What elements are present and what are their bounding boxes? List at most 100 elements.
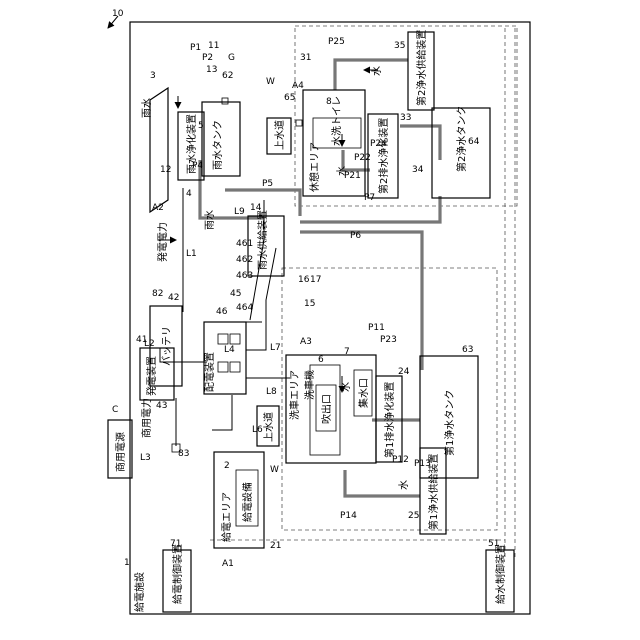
ref-17: 17 xyxy=(310,275,321,285)
ref-62: 62 xyxy=(222,71,233,81)
ref-13: 13 xyxy=(206,65,217,75)
toilet-label: 水洗トイレ xyxy=(331,96,343,146)
ref-63: 63 xyxy=(462,345,473,355)
ref-l8: L8 xyxy=(266,387,277,397)
ref-14: 14 xyxy=(250,203,262,213)
ref-p4: P4 xyxy=(192,161,203,171)
ref-a3: A3 xyxy=(300,337,312,347)
rain-word-2: 雨水 xyxy=(204,210,216,230)
tank2-label: 第2浄水タンク xyxy=(455,106,468,172)
ref-p23: P23 xyxy=(380,335,397,345)
purifier2-label: 第2排水浄化装置 xyxy=(377,118,390,194)
inlet-label: 集水口 xyxy=(357,378,370,408)
rain-tank-label: 雨水タンク xyxy=(212,120,224,170)
rain-word-1: 雨水 xyxy=(141,98,153,118)
wire-l6 xyxy=(212,395,232,430)
ref-6: 6 xyxy=(318,355,324,365)
ref-21: 21 xyxy=(270,541,281,551)
outlet-label: 吹出口 xyxy=(320,394,333,424)
commercial-power-label: 商用電源 xyxy=(114,432,127,472)
ref-25: 25 xyxy=(408,511,419,521)
ref-p11: P11 xyxy=(368,323,385,333)
ref-a2: A2 xyxy=(152,203,164,213)
ref-43: 43 xyxy=(156,401,167,411)
ref-2: 2 xyxy=(224,461,230,471)
ref-464: 464 xyxy=(236,303,253,313)
facility-label: 給電施設 xyxy=(133,572,146,612)
water-word-3: 水 xyxy=(371,66,383,76)
ref-64: 64 xyxy=(468,137,480,147)
pipe-p24 xyxy=(400,126,440,160)
ref-l9: L9 xyxy=(234,207,245,217)
power-area-label: 給電エリア xyxy=(220,492,233,542)
pipe-p6 xyxy=(300,232,422,370)
tap-water-label-mid: 上水道 xyxy=(262,412,275,442)
switch-461 xyxy=(218,334,228,344)
ref-1: 1 xyxy=(124,558,130,568)
ref-65: 65 xyxy=(284,93,295,103)
ref-l7: L7 xyxy=(270,343,281,353)
ref-42: 42 xyxy=(168,293,179,303)
water-word-1: 水 xyxy=(340,382,352,392)
ref-p7: P7 xyxy=(364,193,375,203)
ref-16: 16 xyxy=(298,275,310,285)
rest-sensor xyxy=(296,120,302,126)
ref-35: 35 xyxy=(394,41,405,51)
switch-462 xyxy=(230,334,240,344)
ref-a4: A4 xyxy=(292,81,304,91)
ref-24: 24 xyxy=(398,367,410,377)
ref-461: 461 xyxy=(236,239,253,249)
ref-46: 46 xyxy=(216,307,228,317)
distribution-label: 配電装置 xyxy=(203,352,216,392)
ref-3: 3 xyxy=(150,71,156,81)
ref-45: 45 xyxy=(230,289,241,299)
ref-4: 4 xyxy=(186,189,192,199)
facility-frame xyxy=(130,22,530,614)
supply2-label: 第2浄水供給装置 xyxy=(415,30,428,106)
commercial-power-word: 商用電力 xyxy=(140,398,153,438)
ref-p5: P5 xyxy=(262,179,273,189)
ref-l2: L2 xyxy=(144,339,155,349)
rotated-labels: 給電施設 給電制御装置 給水制御装置 商用電源 給電エリア 給電設備 配電装置 … xyxy=(114,30,507,612)
ref-p1: P1 xyxy=(190,43,201,53)
ref-p13: P13 xyxy=(414,459,431,469)
ref-p24: P24 xyxy=(370,139,387,149)
ref-l4: L4 xyxy=(224,345,235,355)
rain-tank-sensor xyxy=(222,98,228,104)
ref-l3: L3 xyxy=(140,453,151,463)
water-word-4: 水 xyxy=(398,480,410,490)
ref-15: 15 xyxy=(304,299,315,309)
power-equipment-label: 給電設備 xyxy=(241,482,254,522)
ref-c: C xyxy=(112,405,118,415)
ref-8: 8 xyxy=(326,97,332,107)
water-control-label: 給水制御装置 xyxy=(494,544,507,604)
ref-p22: P22 xyxy=(354,153,371,163)
ref-5: 5 xyxy=(198,121,204,131)
ref-w1: W xyxy=(266,77,275,87)
ref-31: 31 xyxy=(300,53,311,63)
ref-g: G xyxy=(228,53,235,63)
ref-a1: A1 xyxy=(222,559,234,569)
ref-fig: 10 xyxy=(112,9,124,19)
switch-464 xyxy=(230,362,240,372)
wash-machine-label: 洗車機 xyxy=(303,370,316,400)
ref-7: 7 xyxy=(344,347,350,357)
ref-82: 82 xyxy=(152,289,163,299)
tank1-label: 第1浄水タンク xyxy=(443,390,456,456)
ref-p2: P2 xyxy=(202,53,213,63)
battery-label: バッテリ xyxy=(161,326,173,366)
ref-33: 33 xyxy=(400,113,411,123)
generator-label: 発電装置 xyxy=(145,356,158,396)
ref-p21: P21 xyxy=(344,171,361,181)
ref-p12: P12 xyxy=(392,455,409,465)
ref-w2: W xyxy=(270,465,279,475)
ref-p14: P14 xyxy=(340,511,357,521)
control-signal-line xyxy=(505,28,515,560)
reference-labels: 10 1 71 51 C A1 2 46 45 41 42 82 5 62 14… xyxy=(112,9,499,569)
ref-l1: L1 xyxy=(186,249,197,259)
ref-34: 34 xyxy=(412,165,424,175)
ref-11: 11 xyxy=(208,41,219,51)
power-control-label: 給電制御装置 xyxy=(171,544,184,604)
ref-463: 463 xyxy=(236,271,253,281)
